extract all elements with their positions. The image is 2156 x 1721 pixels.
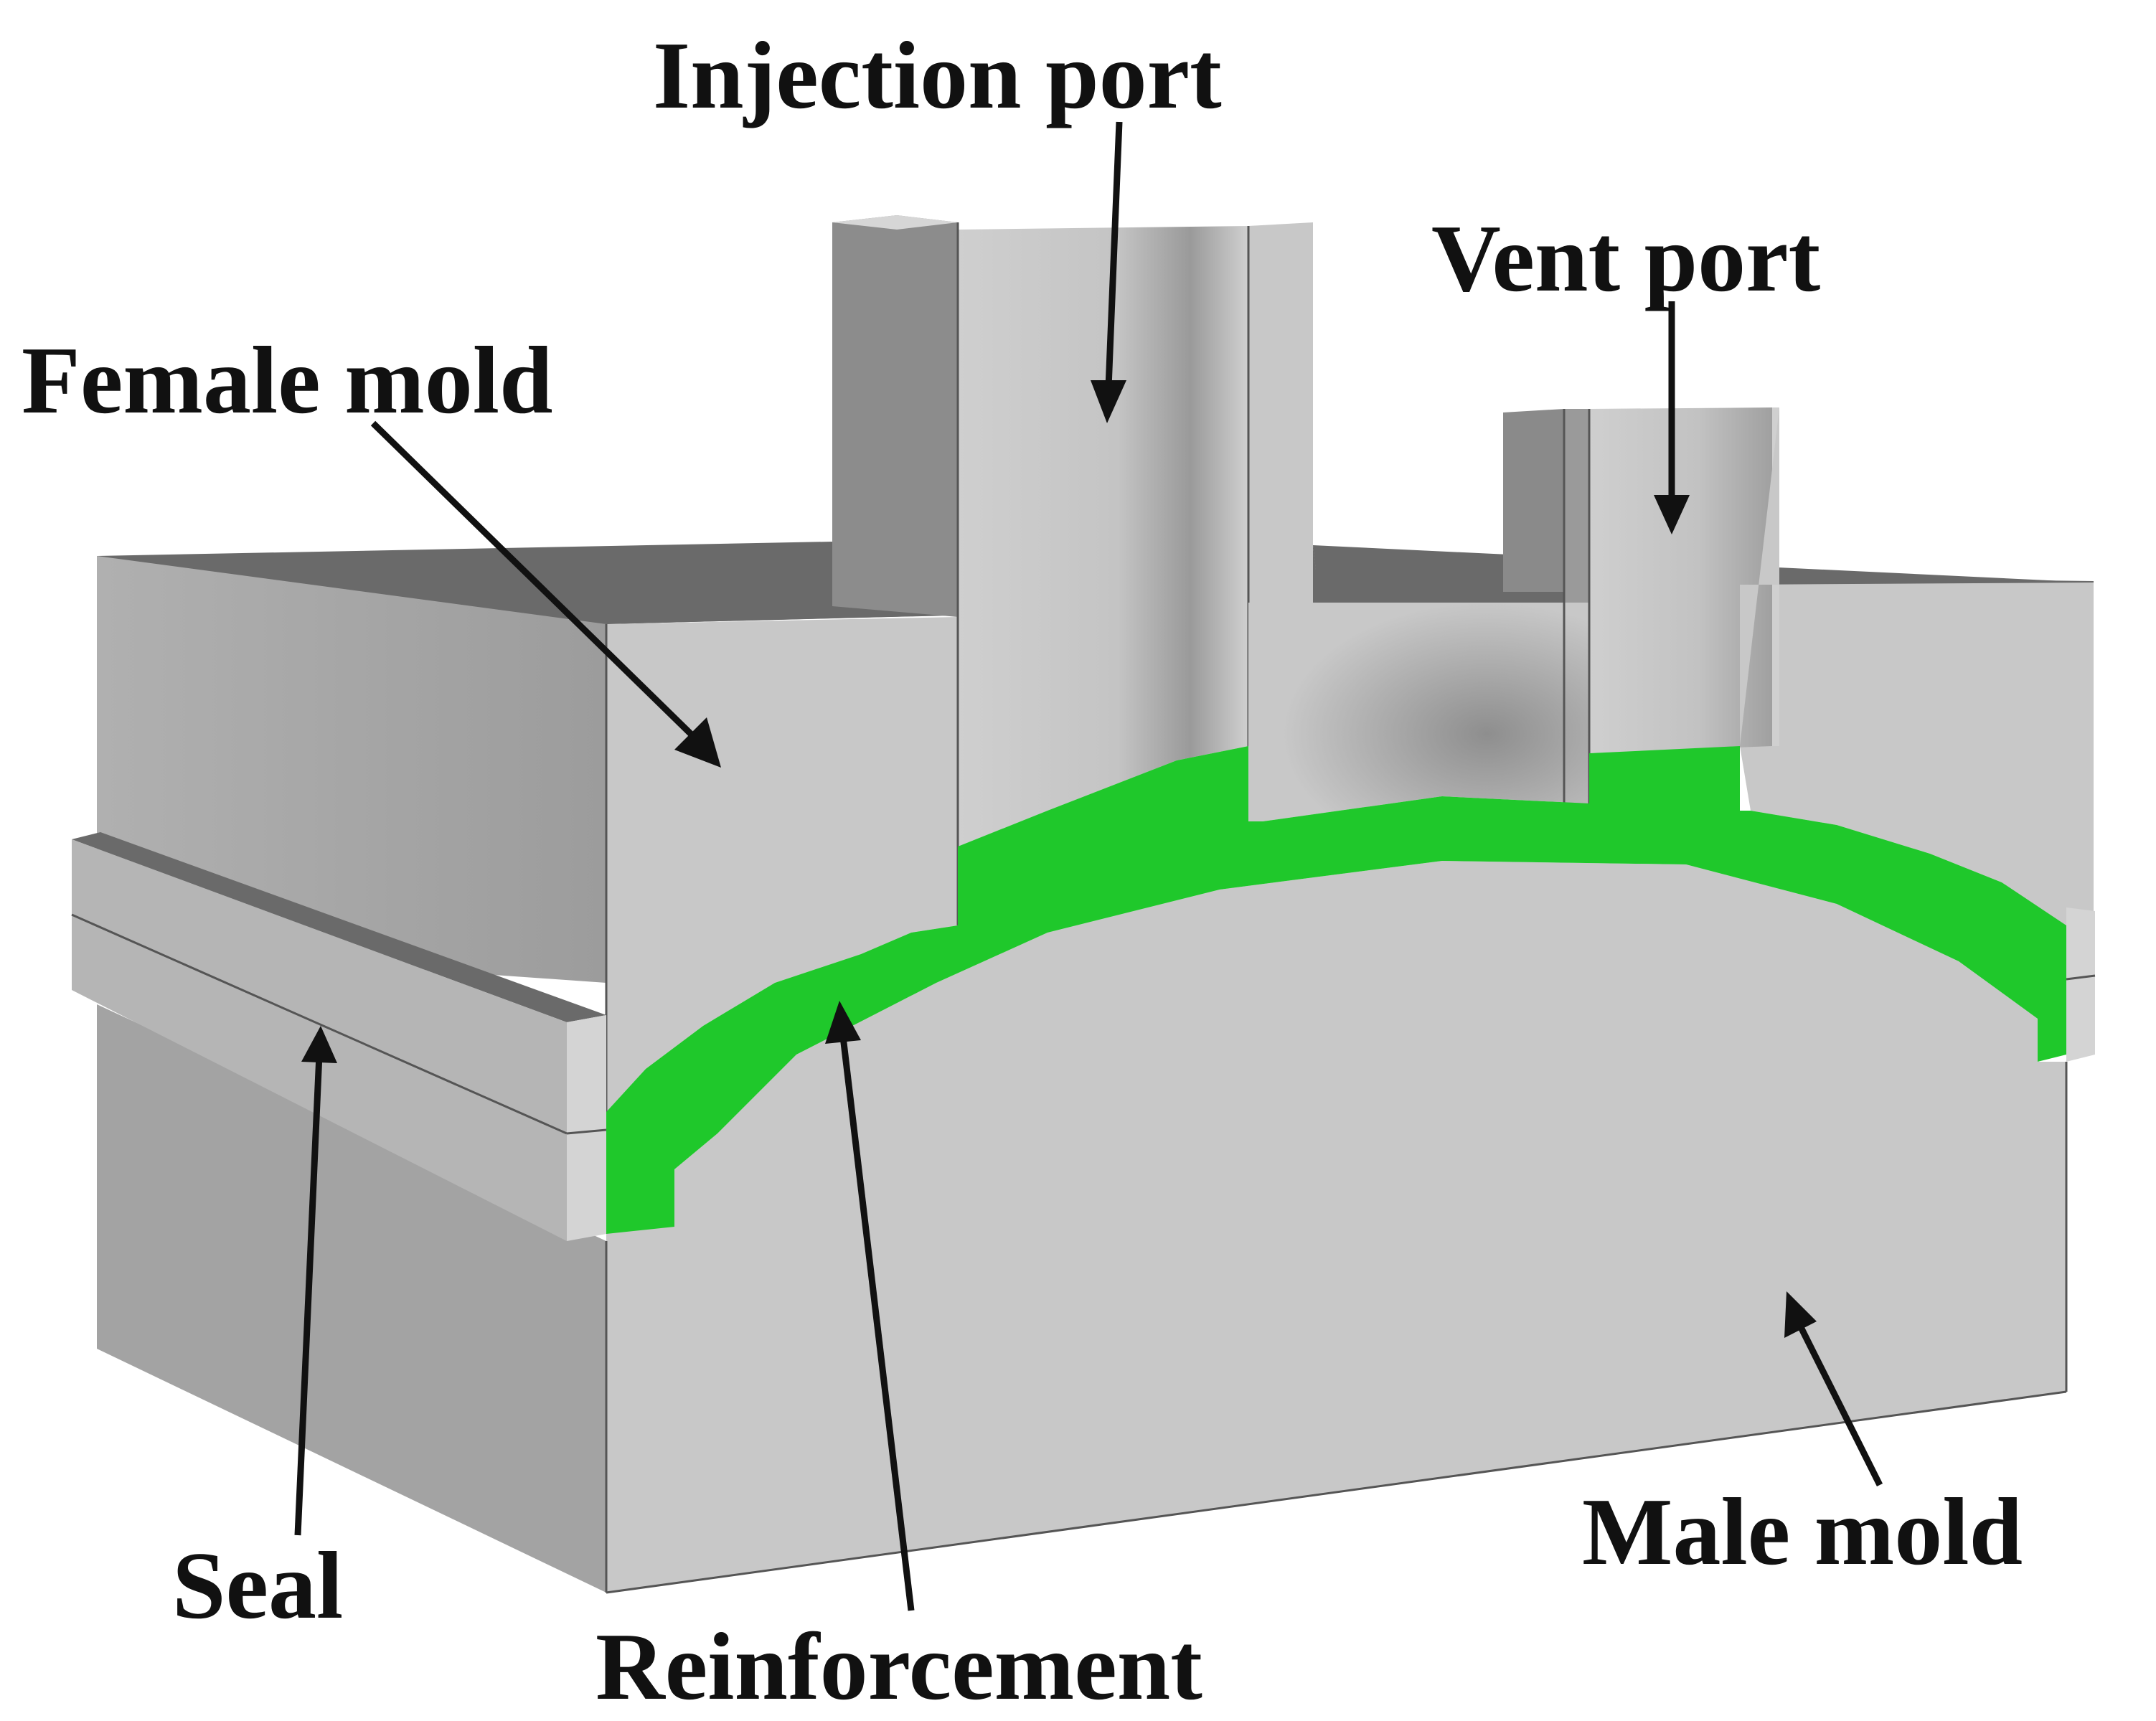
male-mold-left-face (97, 1004, 606, 1593)
injection-port (832, 215, 1313, 925)
label-seal: Seal (172, 1532, 343, 1639)
arrow-male-mold (1784, 1291, 1883, 1487)
male-mold (97, 861, 2068, 1594)
vent-port-inner-left (1503, 409, 1564, 592)
injection-port-left-wall-top (832, 215, 958, 230)
seal-end-face (567, 1015, 606, 1241)
injection-port-right-wall (1248, 222, 1313, 603)
vent-port-right-face (1740, 407, 1779, 746)
label-injection-port: Injection port (653, 22, 1222, 128)
female-mold-right-face (1740, 583, 2094, 933)
female-mold-left-face (97, 556, 606, 983)
male-mold-front-face (606, 861, 2066, 1593)
arrow-vent-port (1654, 301, 1690, 534)
label-reinforcement: Reinforcement (596, 1613, 1202, 1720)
seal-top-face (72, 832, 606, 1022)
seal-right-stub (2066, 907, 2095, 1062)
arrow-reinforcement (825, 1001, 915, 1611)
vent-port-channel-face (1248, 603, 1589, 821)
label-male-mold: Male mold (1582, 1479, 2023, 1585)
injection-port-left-wall (832, 215, 958, 617)
arrow-seal (294, 1026, 337, 1536)
vent-port-inner-surface (1589, 407, 1772, 753)
injection-port-inner-surface (958, 226, 1248, 847)
reinforcement (606, 746, 2066, 1234)
arrow-female-mold (370, 420, 721, 768)
vent-port (1248, 407, 1779, 821)
label-female-mold: Female mold (22, 327, 553, 433)
arrow-injection-port (1091, 121, 1126, 423)
label-vent-port: Vent port (1431, 205, 1821, 311)
reinforcement-layer (606, 746, 2066, 1234)
